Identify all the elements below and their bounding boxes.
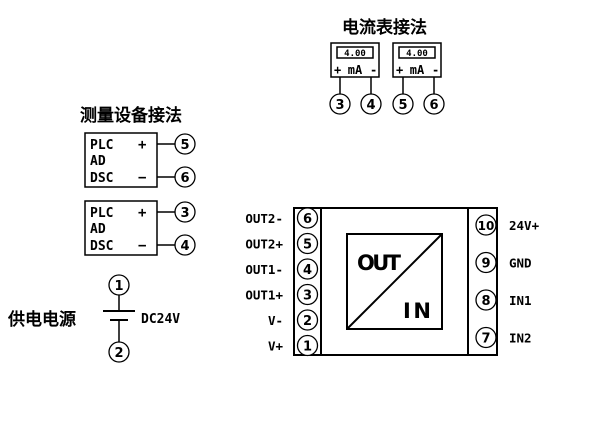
ammeter-1-terminal-a-num: 3 bbox=[335, 98, 344, 113]
device-2-terminal-a-num: 3 bbox=[180, 206, 189, 221]
measuring-title: 测量设备接法 bbox=[80, 105, 182, 126]
left-pin-6-num: 6 bbox=[303, 212, 312, 227]
device-2-terminal-b bbox=[174, 234, 196, 256]
device-1-line-dsc: DSC bbox=[90, 171, 113, 186]
right-pin-label-gnd: GND bbox=[509, 256, 532, 271]
device-1: PLC AD DSC + − 5 6 bbox=[84, 132, 196, 188]
supply-terminal-a-num: 1 bbox=[114, 279, 123, 294]
module-symbol-box bbox=[346, 233, 443, 330]
left-pin-label-v: V- bbox=[268, 313, 283, 328]
isolator-module: OUT IN 6 OUT2- 5 OUT2+ 4 OUT1- 3 OUT1+ 2 V- 1 V+ 10… bbox=[245, 207, 540, 357]
ammeter-2-terminal-a-num: 5 bbox=[398, 98, 407, 113]
ammeter-1: 4.00 + mA - 3 4 bbox=[329, 42, 382, 115]
left-pin-3 bbox=[296, 283, 319, 306]
left-pin-2-num: 2 bbox=[303, 314, 312, 329]
ammeter-2-plus: + bbox=[396, 63, 403, 77]
ammeter-2: 4.00 + mA - 5 6 bbox=[392, 42, 445, 115]
left-pin-label-out1: OUT1+ bbox=[245, 288, 283, 303]
ammeter-2-body bbox=[392, 42, 442, 78]
ammeter-1-terminal-b-num: 4 bbox=[366, 98, 375, 113]
ammeter-2-minus: - bbox=[432, 63, 439, 77]
ammeter-1-display bbox=[336, 46, 374, 59]
left-pin-1 bbox=[296, 334, 319, 357]
device-2-line-ad: AD bbox=[90, 222, 106, 237]
device-1-line-ad: AD bbox=[90, 154, 106, 169]
right-pin-9 bbox=[475, 251, 497, 274]
left-pin-6 bbox=[296, 207, 319, 229]
ammeter-2-terminal-a bbox=[392, 93, 414, 115]
ammeter-1-terminal-b bbox=[360, 93, 382, 115]
ammeter-2-terminal-b bbox=[423, 93, 445, 115]
module-right-pins: 10 24V+ 9 GND 8 IN1 7 IN2 bbox=[475, 214, 540, 349]
left-pin-4-num: 4 bbox=[303, 263, 312, 278]
right-pin-9-num: 9 bbox=[481, 257, 490, 272]
device-2-terminal-b-num: 4 bbox=[180, 239, 189, 254]
supply-label: DC24V bbox=[141, 312, 180, 327]
ammeter-2-display bbox=[398, 46, 436, 59]
device-2-minus: − bbox=[138, 238, 146, 254]
right-pin-label-in2: IN2 bbox=[509, 331, 532, 346]
right-pin-label-24v: 24V+ bbox=[509, 218, 540, 233]
ammeter-1-body bbox=[330, 42, 380, 78]
ammeter-1-terminal-a bbox=[329, 93, 351, 115]
device-1-terminal-a-num: 5 bbox=[180, 138, 189, 153]
ammeter-1-reading: 4.00 bbox=[344, 49, 366, 59]
right-pin-8 bbox=[475, 289, 497, 311]
ammeter-1-minus: - bbox=[370, 63, 377, 77]
left-pin-label-out2: OUT2+ bbox=[245, 237, 283, 252]
device-2-terminal-a bbox=[174, 201, 196, 223]
device-1-terminal-a bbox=[174, 133, 196, 155]
device-1-box bbox=[84, 132, 158, 188]
device-2-line-dsc: DSC bbox=[90, 239, 113, 254]
left-pin-label-out2: OUT2- bbox=[245, 211, 283, 226]
module-out-label: OUT bbox=[357, 251, 402, 275]
device-2-plus: + bbox=[138, 205, 146, 221]
ammeter-2-reading: 4.00 bbox=[406, 49, 428, 59]
left-pin-5 bbox=[296, 232, 319, 255]
left-pin-3-num: 3 bbox=[303, 289, 312, 304]
right-pin-8-num: 8 bbox=[481, 294, 490, 309]
power-title: 供电电源 bbox=[7, 309, 76, 330]
device-1-minus: − bbox=[138, 170, 146, 186]
left-pin-label-out1: OUT1- bbox=[245, 262, 283, 277]
ammeter-title: 电流表接法 bbox=[342, 17, 427, 38]
right-pin-label-in1: IN1 bbox=[509, 293, 532, 308]
supply-terminal-b-num: 2 bbox=[114, 346, 123, 361]
left-pin-1-num: 1 bbox=[303, 340, 312, 355]
module-symbol-diagonal bbox=[346, 233, 443, 330]
left-pin-4 bbox=[296, 258, 319, 280]
right-pin-10-num: 10 bbox=[478, 219, 495, 233]
device-2-box bbox=[84, 200, 158, 256]
right-pin-7 bbox=[475, 326, 497, 349]
ammeter-1-plus: + bbox=[334, 63, 341, 77]
module-in-label: IN bbox=[403, 299, 431, 323]
ammeter-2-unit: mA bbox=[410, 63, 425, 77]
left-pin-5-num: 5 bbox=[303, 238, 312, 253]
device-1-line-plc: PLC bbox=[90, 138, 113, 153]
ammeter-1-unit: mA bbox=[348, 63, 363, 77]
device-1-terminal-b-num: 6 bbox=[180, 171, 189, 186]
left-pin-2 bbox=[296, 309, 319, 331]
device-1-terminal-b bbox=[174, 166, 196, 188]
module-outline bbox=[293, 207, 498, 356]
ammeter-2-terminal-b-num: 6 bbox=[429, 98, 438, 113]
right-pin-7-num: 7 bbox=[481, 332, 490, 347]
power-supply: 1 2 供电电源 DC24V bbox=[7, 274, 180, 363]
module-left-pins: 6 OUT2- 5 OUT2+ 4 OUT1- 3 OUT1+ 2 V- 1 V+ bbox=[245, 207, 319, 357]
device-2-line-plc: PLC bbox=[90, 206, 113, 221]
right-pin-10 bbox=[475, 214, 497, 236]
left-pin-label-v: V+ bbox=[268, 339, 284, 354]
device-1-plus: + bbox=[138, 137, 146, 153]
supply-terminal-b bbox=[108, 341, 130, 363]
device-2: PLC AD DSC + − 3 4 bbox=[84, 200, 196, 256]
